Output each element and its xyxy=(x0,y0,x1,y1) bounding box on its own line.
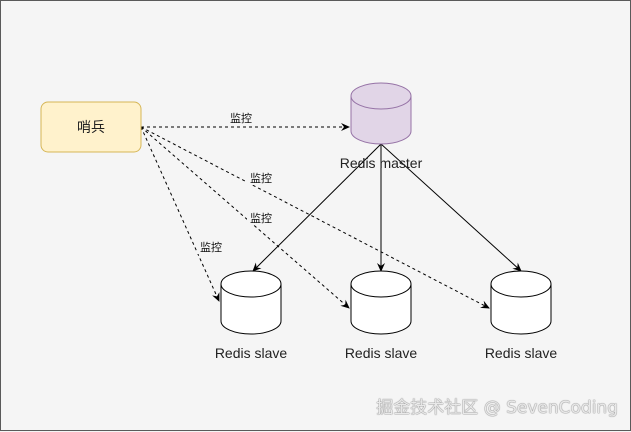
node-redis-slave-2[interactable]: Redis slave xyxy=(345,270,418,361)
edge-master-slave1 xyxy=(252,143,382,272)
edge-label: 监控 xyxy=(250,211,272,225)
edge-label: 监控 xyxy=(200,240,222,254)
node-label: 哨兵 xyxy=(77,119,105,135)
node-redis-slave-3[interactable]: Redis slave xyxy=(485,270,558,361)
node-label: Redis slave xyxy=(485,345,558,361)
node-redis-master[interactable]: Redis master xyxy=(340,82,423,171)
edge-master-slave3 xyxy=(380,143,522,272)
edge-sentinel-slave2 xyxy=(140,126,350,309)
node-label: Redis slave xyxy=(345,345,418,361)
node-label: Redis slave xyxy=(215,345,288,361)
node-redis-slave-1[interactable]: Redis slave xyxy=(215,270,288,361)
edge-label: 监控 xyxy=(250,171,272,185)
watermark: 掘金技术社区 @ SevenCoding xyxy=(376,398,618,418)
edge-label: 监控 xyxy=(230,111,252,125)
node-sentinel[interactable]: 哨兵 xyxy=(40,101,142,153)
edge-sentinel-slave1 xyxy=(140,126,220,302)
edge-sentinel-slave3 xyxy=(140,126,490,309)
node-label: Redis master xyxy=(340,155,423,171)
